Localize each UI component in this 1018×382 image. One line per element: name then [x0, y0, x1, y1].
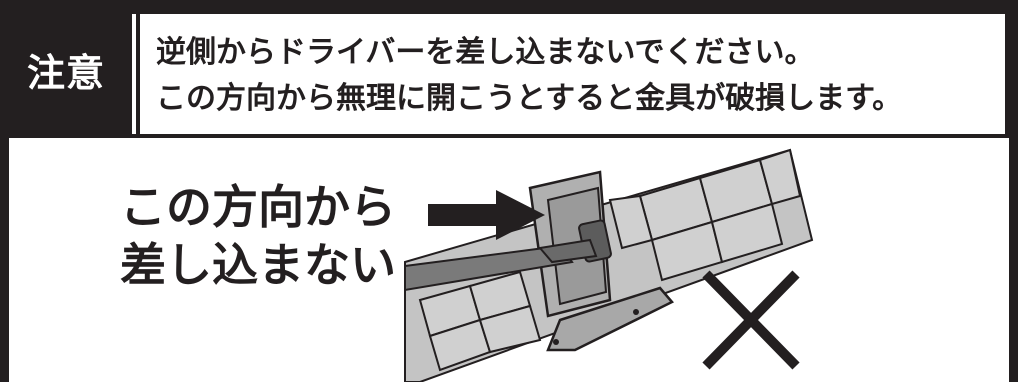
frame-right-border — [1009, 0, 1018, 382]
badge-divider — [132, 14, 136, 134]
notice-line-1: 逆側からドライバーを差し込まないでください。 — [156, 35, 815, 70]
caption-line-2: 差し込まない — [120, 238, 396, 292]
cross-icon — [702, 270, 800, 370]
notice-message: 逆側からドライバーを差し込まないでください。 この方向から無理に開こうとすると金… — [140, 14, 1005, 134]
illustration-caption: この方向から 差し込まない — [120, 178, 440, 294]
notice-line-2: この方向から無理に開こうとすると金具が破損します。 — [156, 81, 903, 116]
arrow-right-icon — [428, 190, 545, 240]
caution-badge: 注意 — [0, 0, 132, 138]
frame-left-border — [0, 0, 9, 382]
watch-band — [404, 148, 814, 382]
caution-badge-label: 注意 — [26, 50, 105, 95]
caption-line-1: この方向から — [120, 180, 396, 234]
